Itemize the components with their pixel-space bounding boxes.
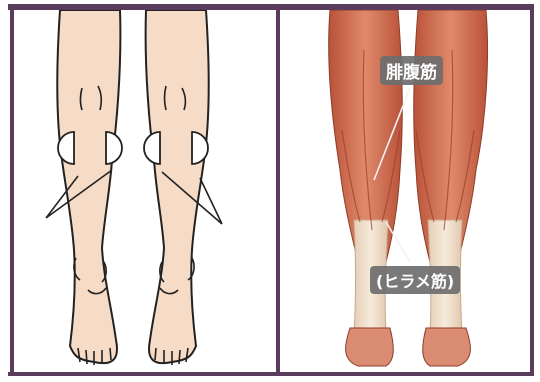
left-knee-circle-inner [106,132,122,164]
frame-left-border [10,4,14,376]
soleus-label: (ヒラメ筋) [370,266,460,294]
frame-bottom-border [8,372,532,376]
right-knee-circle-inner [144,132,160,164]
frame-divider [276,4,280,376]
right-foot [423,328,471,366]
right-leg-outline [146,10,209,363]
leg-drawing-panel [16,10,274,372]
leg-line-drawing-icon [16,10,274,372]
muscle-anatomy-panel: 腓腹筋 (ヒラメ筋) [282,10,530,372]
gastrocnemius-label: 腓腹筋 [380,56,443,85]
frame-right-border [530,4,534,376]
left-foot [346,328,394,366]
